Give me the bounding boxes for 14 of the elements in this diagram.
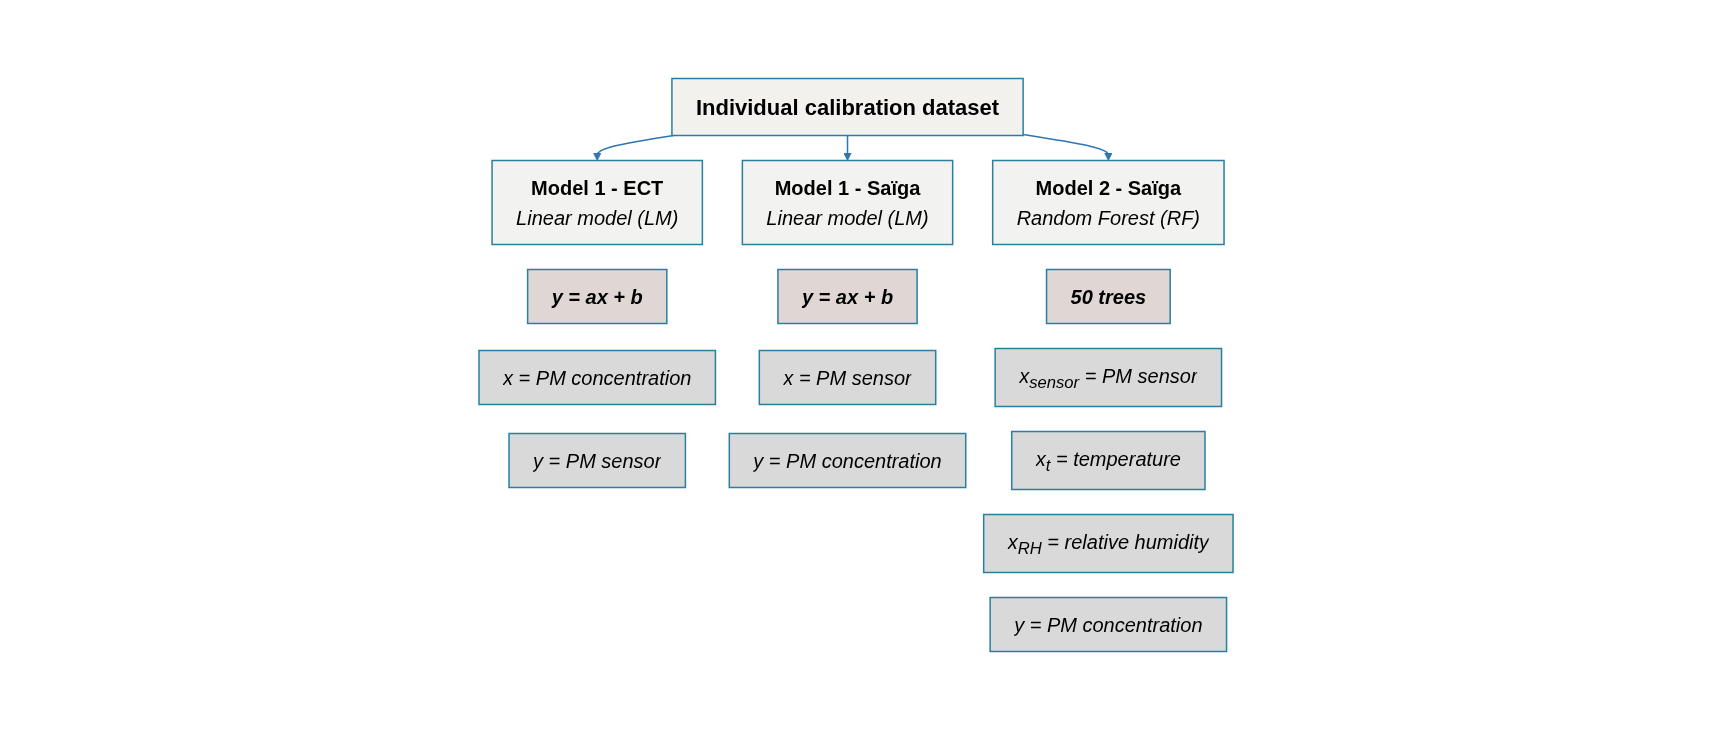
arrow <box>1022 133 1113 161</box>
node-box: x = PM sensor <box>758 349 937 406</box>
node-box: y = ax + b <box>777 268 918 325</box>
node-box: x$_{sensor}$ = PM sensor <box>994 347 1223 408</box>
node-box: Model 1 - ECT Linear model (LM) <box>491 159 704 246</box>
node-box: 50 trees <box>1045 268 1171 325</box>
node-box: y = ax + b <box>526 268 668 325</box>
node-box: x$_{t}$ = temperature <box>1010 430 1206 491</box>
node-box: Model 1 - Saïga Linear model (LM) <box>741 159 954 246</box>
arrow <box>843 134 852 161</box>
arrow <box>592 134 675 161</box>
node-box: Individual calibration dataset <box>671 77 1024 137</box>
node-box: x = PM concentration <box>478 349 717 406</box>
node-box: Model 2 - Saïga Random Forest (RF) <box>991 159 1225 246</box>
